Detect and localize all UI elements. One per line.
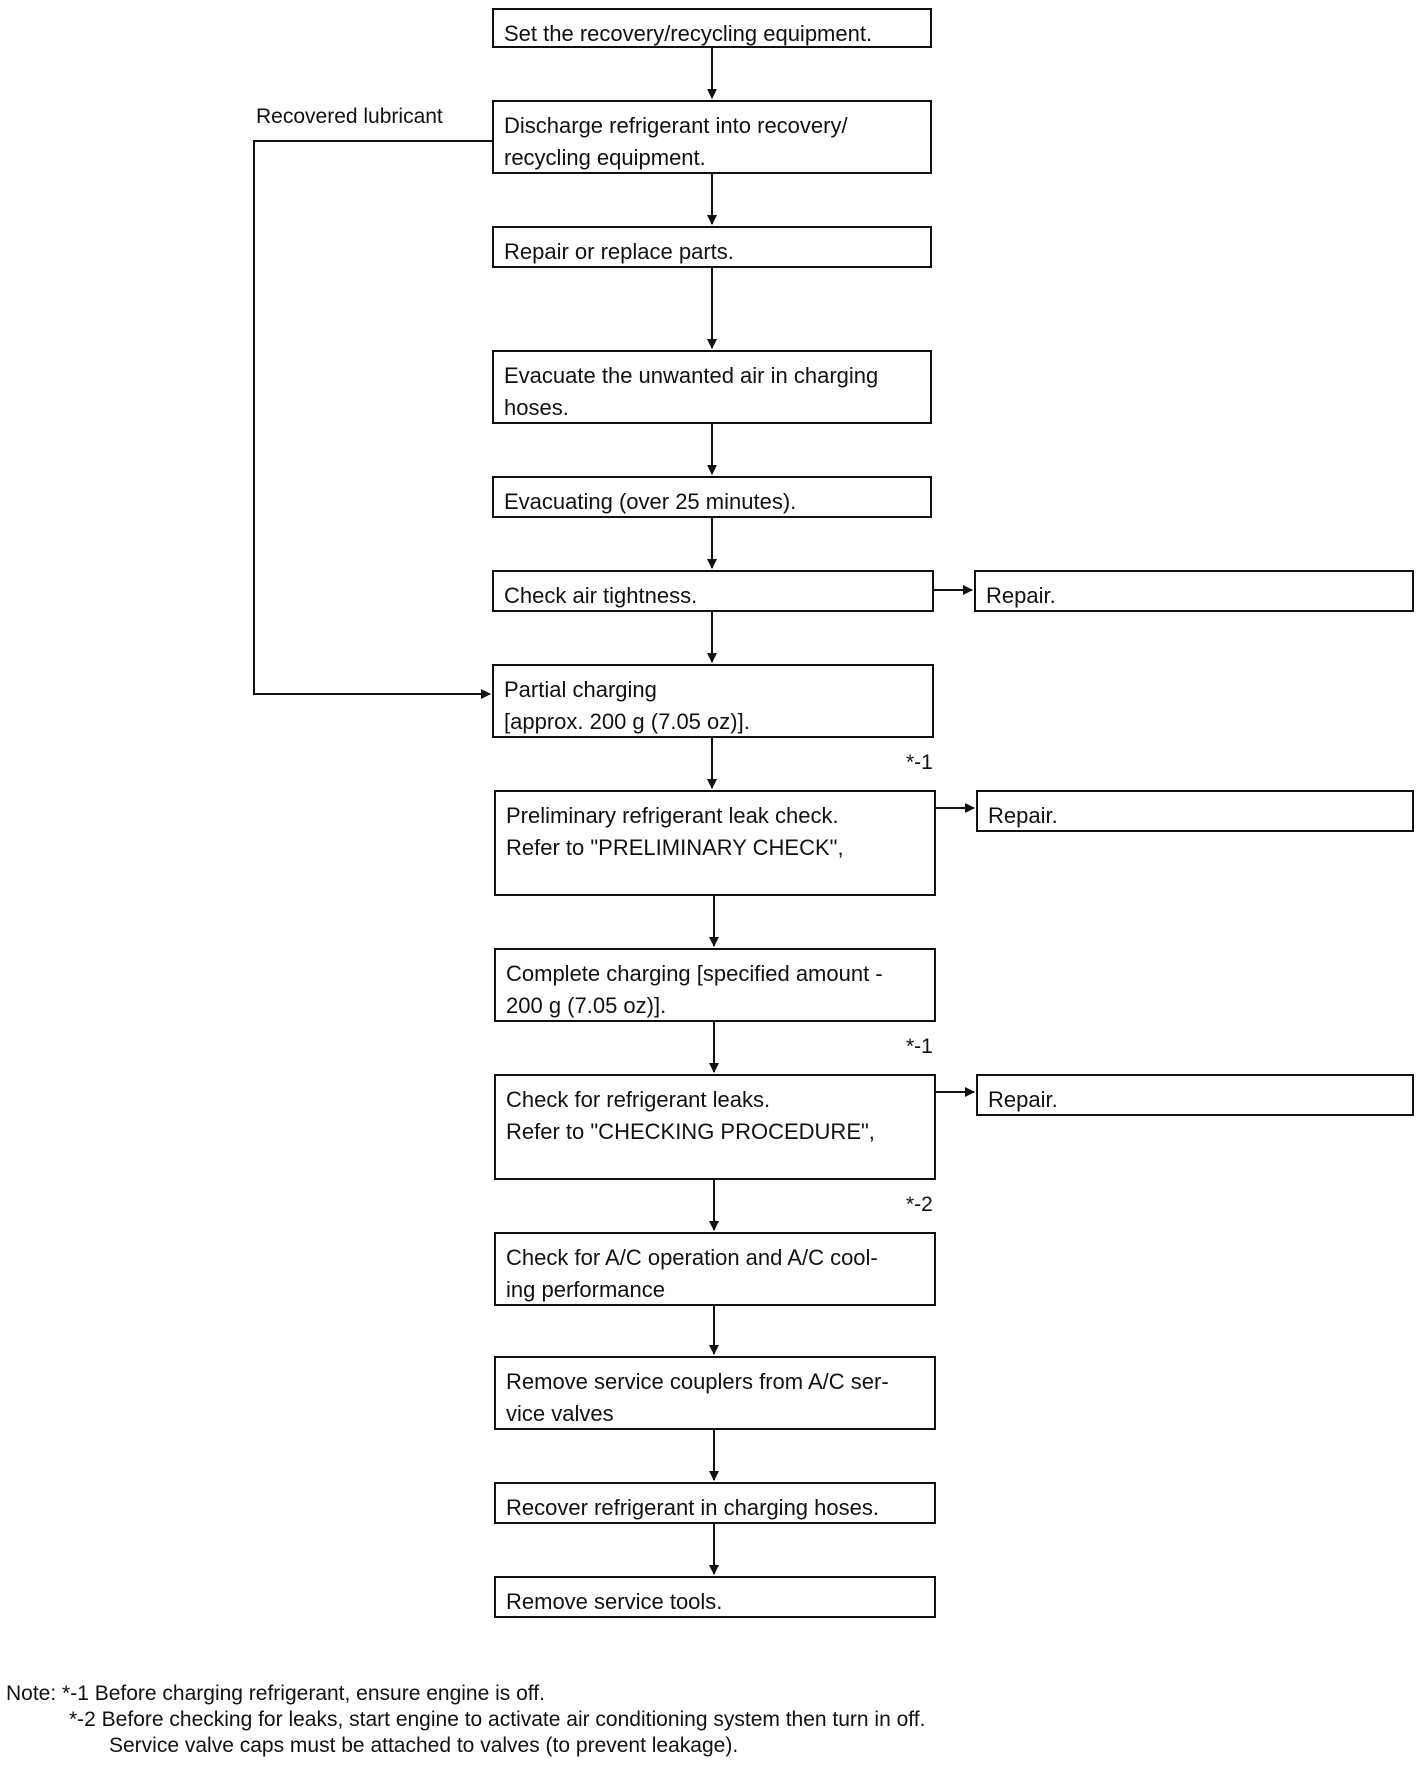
recovered-lubricant-label: Recovered lubricant xyxy=(256,105,443,128)
repair-box-preliminary: Repair. xyxy=(976,790,1414,832)
recovered-lubricant-line xyxy=(253,140,492,699)
step-evacuating: Evacuating (over 25 minutes). xyxy=(492,476,932,518)
step-remove-couplers: Remove service couplers from A/C ser- vi… xyxy=(494,1356,936,1430)
marker-star-2: *-2 xyxy=(906,1193,933,1216)
notes-block: Note: *-1 Before charging refrigerant, e… xyxy=(6,1681,925,1759)
step-remove-tools: Remove service tools. xyxy=(494,1576,936,1618)
step-set-equipment: Set the recovery/recycling equipment. xyxy=(492,8,932,48)
step-complete-charging: Complete charging [specified amount - 20… xyxy=(494,948,936,1022)
step-check-air-tightness: Check air tightness. xyxy=(492,570,934,612)
note-line-1: Note: *-1 Before charging refrigerant, e… xyxy=(6,1682,545,1705)
step-check-refrigerant-leaks: Check for refrigerant leaks. Refer to "C… xyxy=(494,1074,936,1180)
marker-star-1-a: *-1 xyxy=(906,751,933,774)
step-repair-parts: Repair or replace parts. xyxy=(492,226,932,268)
step-check-ac-operation: Check for A/C operation and A/C cool- in… xyxy=(494,1232,936,1306)
step-partial-charging: Partial charging [approx. 200 g (7.05 oz… xyxy=(492,664,934,738)
repair-box-air-tightness: Repair. xyxy=(974,570,1414,612)
repair-box-leaks: Repair. xyxy=(976,1074,1414,1116)
step-evacuate-air: Evacuate the unwanted air in charging ho… xyxy=(492,350,932,424)
step-recover-refrigerant: Recover refrigerant in charging hoses. xyxy=(494,1482,936,1524)
marker-star-1-b: *-1 xyxy=(906,1035,933,1058)
note-line-3: Service valve caps must be attached to v… xyxy=(109,1734,739,1757)
note-line-2: *-2 Before checking for leaks, start eng… xyxy=(69,1708,926,1731)
step-discharge-refrigerant: Discharge refrigerant into recovery/ rec… xyxy=(492,100,932,174)
step-preliminary-leak-check: Preliminary refrigerant leak check. Refe… xyxy=(494,790,936,896)
